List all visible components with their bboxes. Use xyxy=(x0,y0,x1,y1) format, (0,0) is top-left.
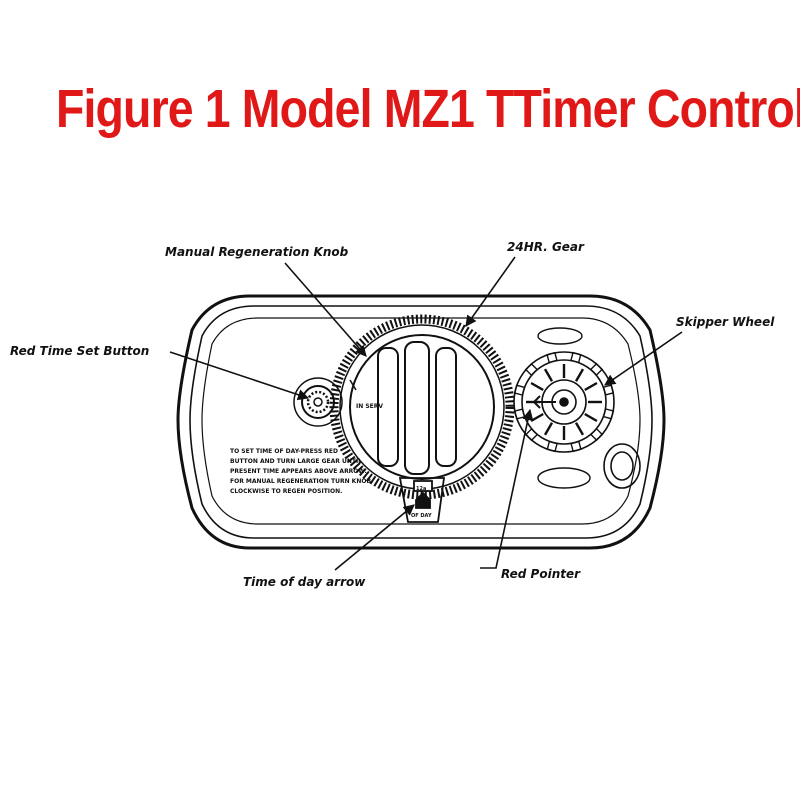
mounting-bosses xyxy=(537,327,591,489)
skipper-spoke xyxy=(530,412,544,423)
timer-housing xyxy=(176,294,666,550)
skipper-tab[interactable] xyxy=(546,440,558,453)
skipper-tab[interactable] xyxy=(513,384,526,396)
red-pointer xyxy=(532,395,556,409)
day-mark: OF DAY xyxy=(411,513,432,519)
skipper-tab[interactable] xyxy=(602,408,615,420)
skipper-spoke xyxy=(530,381,544,392)
instruction-line: PRESENT TIME APPEARS ABOVE ARROW. xyxy=(230,468,367,475)
noon-mark: 12a xyxy=(416,486,426,492)
skipper-tab[interactable] xyxy=(589,427,604,442)
label-red-time-set-button: Red Time Set Button xyxy=(10,344,149,358)
instruction-line: TO SET TIME OF DAY-PRESS RED xyxy=(230,448,338,455)
instruction-line: BUTTON AND TURN LARGE GEAR UNTIL xyxy=(230,458,362,465)
skipper-wheel[interactable] xyxy=(513,351,615,453)
skipper-tab[interactable] xyxy=(589,362,604,377)
skipper-spoke xyxy=(584,412,598,423)
manual-regeneration-knob[interactable] xyxy=(349,334,495,480)
skipper-tab[interactable] xyxy=(524,362,539,377)
skipper-tab[interactable] xyxy=(524,427,539,442)
skipper-spoke xyxy=(574,422,585,436)
figure-title: Figure 1 Model MZ1 TTimer Control xyxy=(56,79,800,139)
skipper-tab[interactable] xyxy=(570,440,582,453)
knob-position-label: IN SERV xyxy=(356,403,383,410)
skipper-tab[interactable] xyxy=(602,384,615,396)
skipper-spoke xyxy=(543,368,554,382)
instruction-line: FOR MANUAL REGENERATION TURN KNOB xyxy=(230,478,371,485)
adjustment-knob[interactable] xyxy=(603,443,641,489)
skipper-spoke xyxy=(584,381,598,392)
instruction-line: CLOCKWISE TO REGEN POSITION. xyxy=(230,488,342,495)
label-skipper-wheel: Skipper Wheel xyxy=(676,315,775,329)
label-red-pointer: Red Pointer xyxy=(501,567,581,581)
label-manual-regeneration-knob: Manual Regeneration Knob xyxy=(165,245,349,259)
skipper-tab[interactable] xyxy=(546,351,558,364)
label-time-of-day-arrow: Time of day arrow xyxy=(243,575,366,589)
skipper-tab[interactable] xyxy=(570,351,582,364)
skipper-tab[interactable] xyxy=(513,408,526,420)
skipper-spoke xyxy=(574,368,585,382)
label-24hr-gear: 24HR. Gear xyxy=(507,240,585,254)
instruction-block: TO SET TIME OF DAY-PRESS RED BUTTON AND … xyxy=(230,448,371,495)
skipper-spoke xyxy=(543,422,554,436)
callout-leaders xyxy=(169,256,683,571)
